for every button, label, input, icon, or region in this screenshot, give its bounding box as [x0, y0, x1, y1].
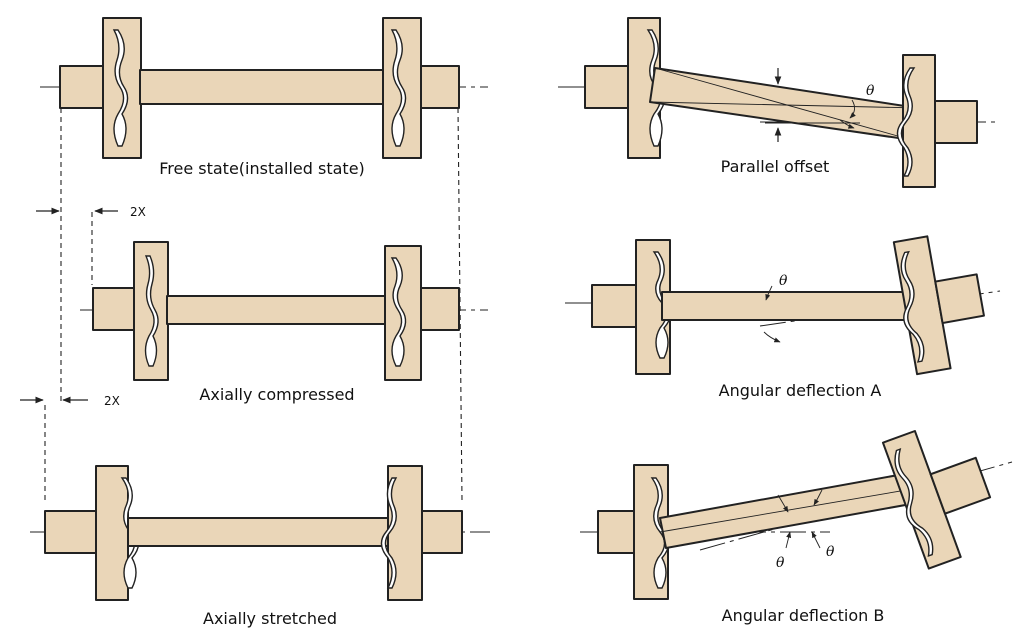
angular-deflection-a-figure: θ Angular deflection A — [565, 235, 1001, 400]
right-hub — [382, 17, 460, 159]
right-hub — [384, 245, 460, 381]
free-state-figure: Free state(installed state) — [40, 17, 488, 178]
theta-label: θ — [866, 83, 875, 99]
spacer-tube — [661, 291, 921, 321]
dimension-compress: 2X — [36, 205, 146, 219]
right-hub — [881, 430, 992, 570]
axially-stretched-figure: Axially stretched — [30, 465, 490, 628]
spacer-tube — [127, 517, 391, 547]
right-hub — [892, 235, 985, 376]
axially-compressed-figure: Axially compressed — [80, 241, 488, 404]
spacer-tube — [139, 69, 386, 105]
angular-deflection-b-figure: θ θ Angular deflection B — [580, 430, 1013, 625]
dimension-compress-label: 2X — [130, 205, 146, 219]
caption-free-state: Free state(installed state) — [159, 159, 365, 178]
theta-label: θ — [826, 544, 835, 560]
right-hub — [380, 465, 463, 601]
dimension-stretch: 2X — [20, 394, 120, 408]
spacer-tube — [166, 295, 388, 325]
caption-angular-a: Angular deflection A — [719, 381, 882, 400]
extension-line-right — [457, 107, 463, 501]
caption-axially-compressed: Axially compressed — [199, 385, 354, 404]
theta-label: θ — [779, 273, 788, 289]
dimension-stretch-label: 2X — [104, 394, 120, 408]
theta-label: θ — [776, 555, 785, 571]
left-hub — [597, 464, 670, 600]
caption-axially-stretched: Axially stretched — [203, 609, 337, 628]
left-hub — [92, 241, 169, 381]
left-hub — [591, 239, 672, 375]
left-hub — [44, 465, 140, 601]
caption-parallel-offset: Parallel offset — [721, 157, 830, 176]
left-hub — [59, 17, 142, 159]
caption-angular-b: Angular deflection B — [722, 606, 885, 625]
parallel-offset-figure: θ Parallel offset — [558, 17, 998, 188]
right-hub — [896, 54, 978, 188]
